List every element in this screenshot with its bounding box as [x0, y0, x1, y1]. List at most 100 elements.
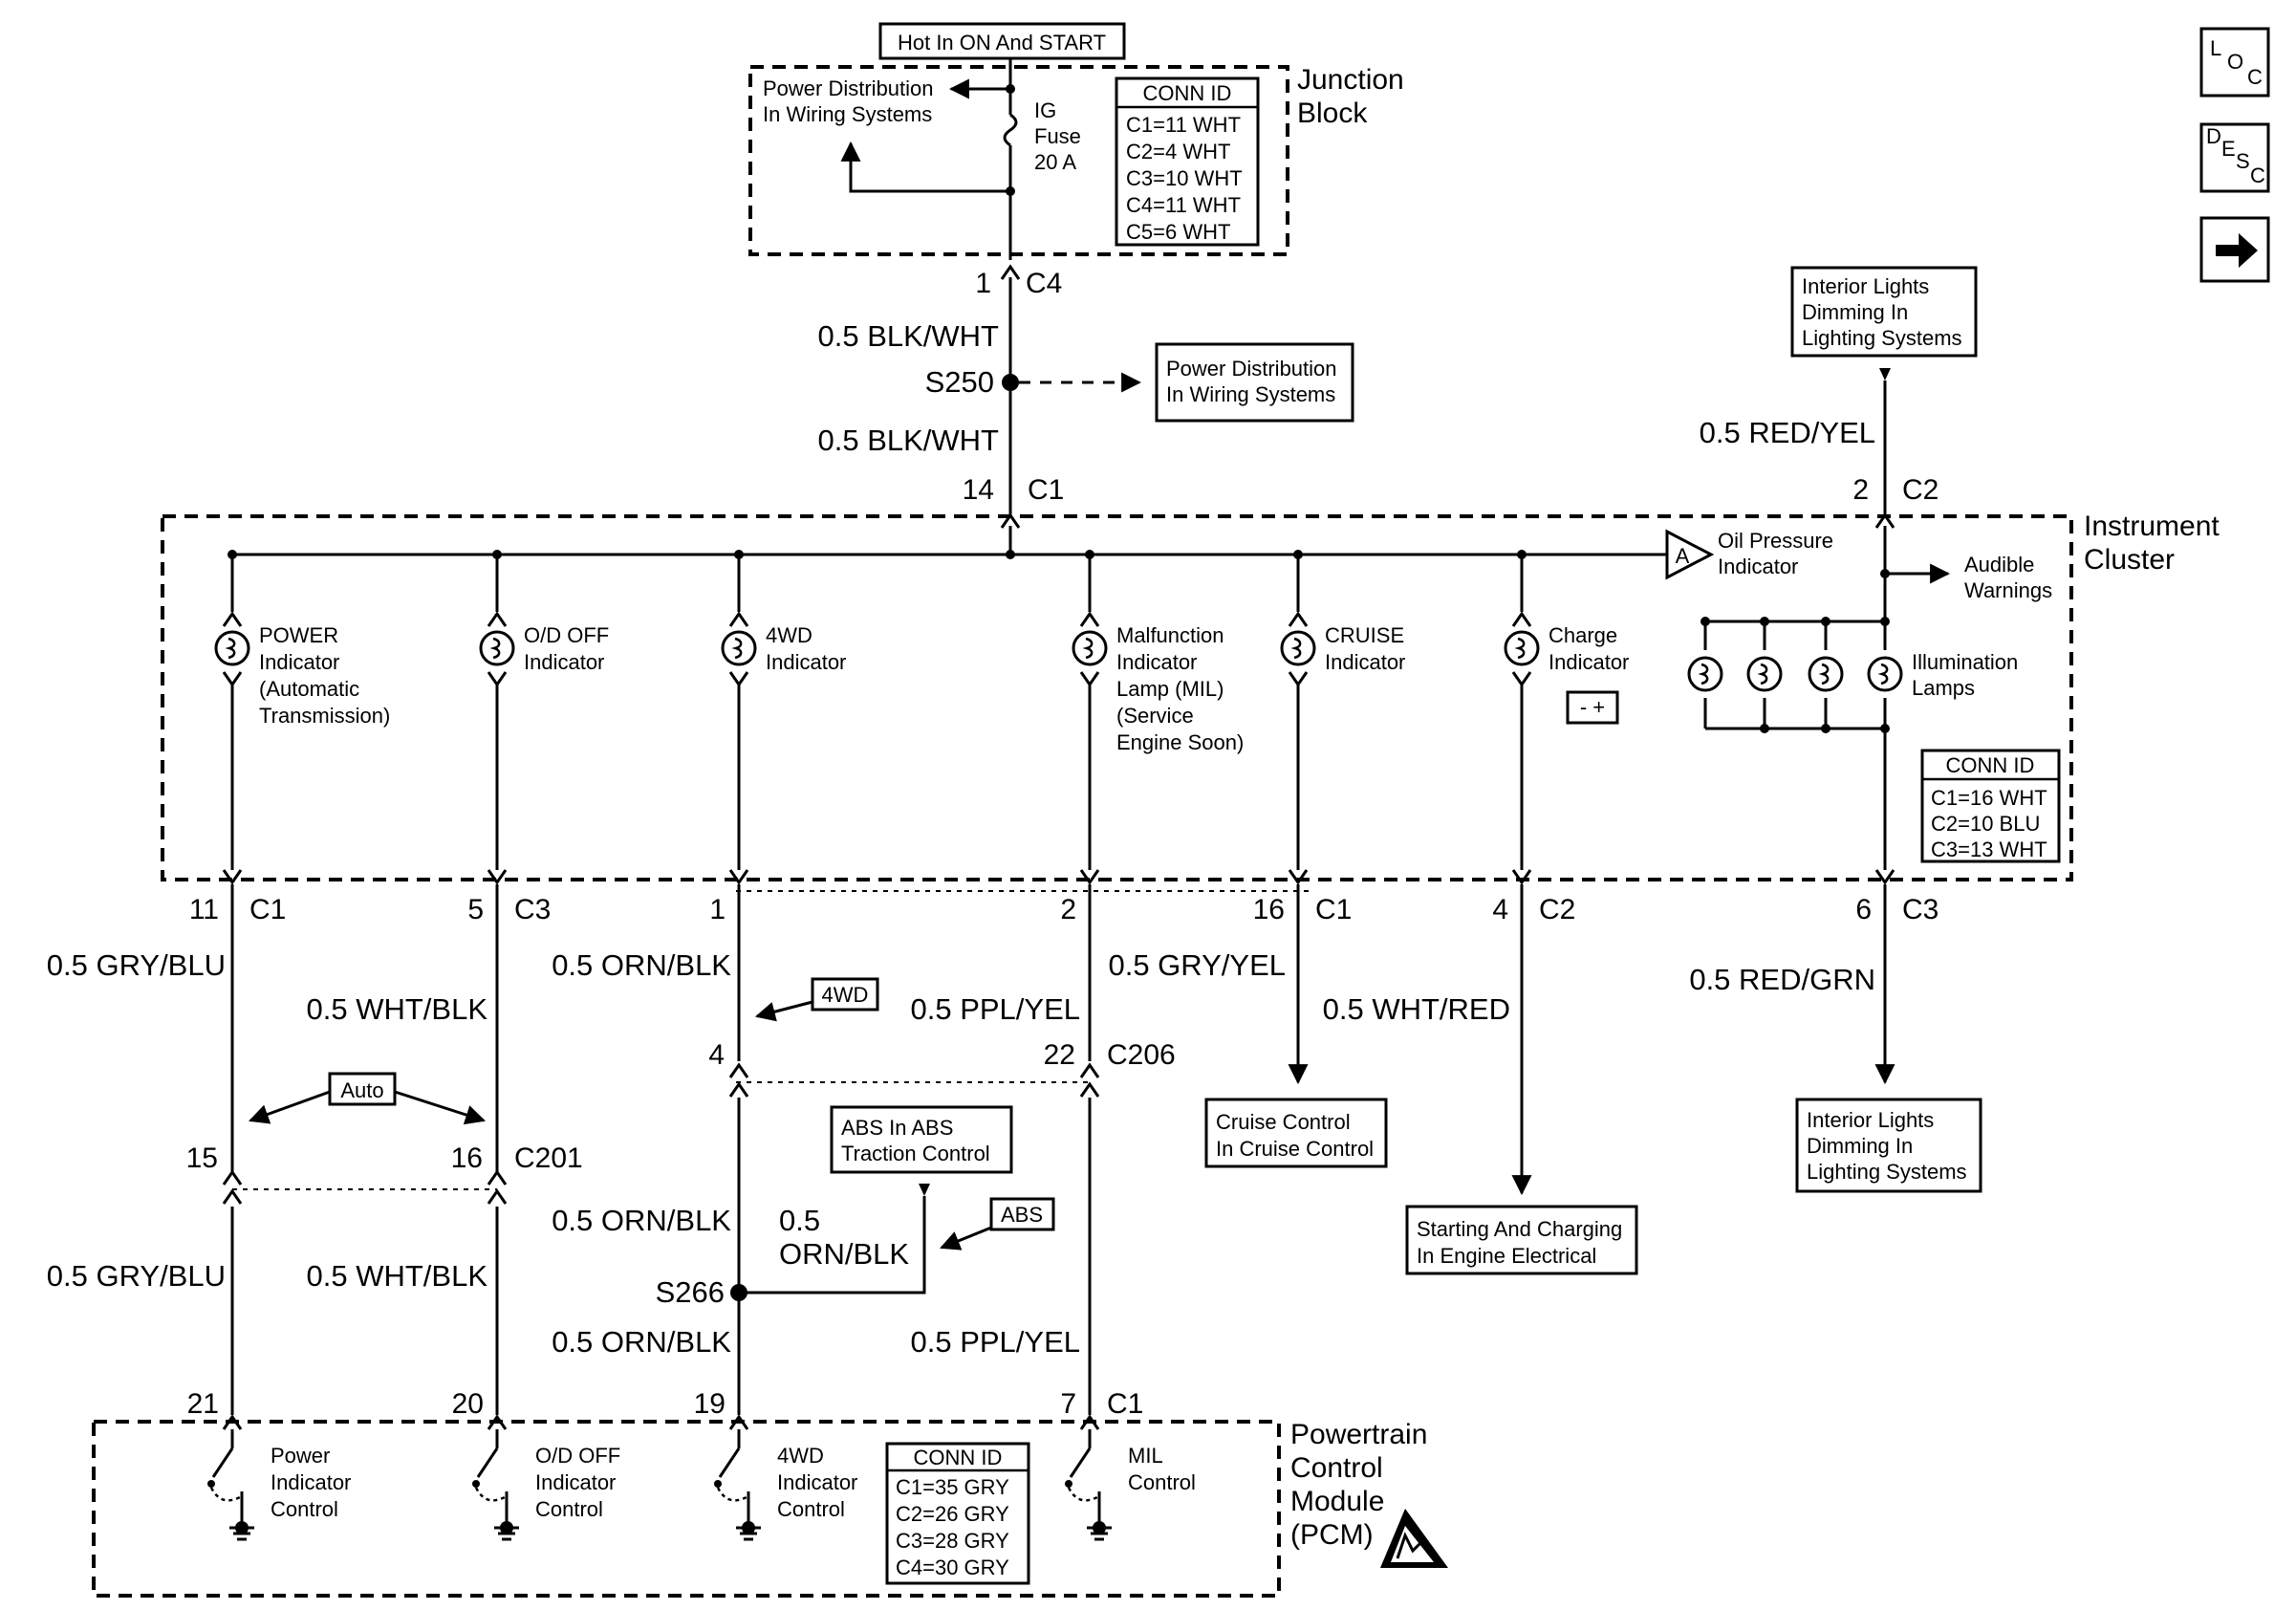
indicator-connector — [487, 612, 508, 628]
svg-text:Interior Lights: Interior Lights — [1807, 1108, 1934, 1132]
dimming-in-box: Interior Lights Dimming In Lighting Syst… — [1790, 266, 1978, 358]
fuse-label-3: 20 A — [1034, 150, 1076, 174]
wire-label: 0.5 WHT/RED — [1323, 992, 1510, 1026]
jb-output-connector: 1 C4 — [975, 265, 1062, 299]
c206-pin-right: 22 — [1044, 1039, 1075, 1071]
c206-pin-left: 4 — [708, 1039, 725, 1071]
junction-block-title-1: Junction — [1297, 64, 1404, 96]
cluster-output-pin: 1 — [709, 894, 726, 925]
hot-in-text: Hot In ON And START — [898, 31, 1106, 54]
indicator-bulb-icon — [214, 630, 250, 666]
loc-letter-l: L — [2210, 36, 2221, 60]
pcm-pin: 19 — [694, 1388, 726, 1420]
indicator-connector — [1079, 612, 1100, 628]
wire-label: 0.5 ORN/BLK — [552, 1204, 731, 1237]
illumination-bulb-icon — [1746, 656, 1783, 692]
indicator-bulb-icon — [1504, 630, 1540, 666]
svg-text:Starting And Charging: Starting And Charging — [1417, 1217, 1622, 1241]
cluster-conn-id-row: C3=13 WHT — [1931, 838, 2047, 861]
right-arrow-icon — [2216, 233, 2258, 268]
indicator-label: Indicator — [524, 650, 604, 674]
starting-charging-box: Starting And Charging In Engine Electric… — [1405, 1205, 1638, 1275]
cluster-conn-id-table — [1920, 749, 2061, 863]
power-distribution-box: Power Distribution In Wiring Systems — [1155, 342, 1354, 423]
loc-button[interactable]: L O C — [2199, 27, 2270, 98]
feed-wire-2: 0.5 BLK/WHT — [818, 424, 1000, 457]
cluster-conn-id-title: CONN ID — [1946, 753, 2035, 777]
pcm-pin: 20 — [452, 1388, 484, 1420]
battery-icon: - + — [1566, 690, 1619, 725]
cluster-title-1: Instrument — [2084, 511, 2220, 542]
junction-block: Junction Block Power Distribution In Wir… — [748, 58, 1404, 260]
pcm-title-2: Control — [1290, 1452, 1383, 1484]
abs-tag: ABS — [940, 1197, 1055, 1251]
cluster-output-pin: 2 — [1060, 894, 1076, 925]
indicator-bulb-icon — [479, 630, 515, 666]
indicator-label: POWER — [259, 623, 338, 647]
loc-letter-o: O — [2227, 50, 2243, 74]
splice-s250-label: S250 — [925, 365, 994, 399]
illumination-bulb-icon — [1867, 656, 1903, 692]
wire-label: 0.5 ORN/BLK — [552, 948, 731, 982]
fuse-label-2: Fuse — [1034, 124, 1081, 148]
feed-wire-1: 0.5 BLK/WHT — [818, 319, 1000, 353]
indicator-label: Engine Soon) — [1116, 730, 1244, 754]
c201-pin-left: 15 — [186, 1142, 218, 1174]
cluster-output-pin: 16 — [1253, 894, 1285, 925]
oil-pressure-indicator: A Oil Pressure Indicator — [1665, 529, 1833, 580]
svg-text:D: D — [2206, 124, 2221, 148]
indicator-label: Indicator — [1549, 650, 1629, 674]
dim-pin: 2 — [1852, 474, 1869, 506]
indicator-bulb-icon — [1280, 630, 1316, 666]
cluster-output-conn: C1 — [1315, 894, 1352, 925]
wire-label: 0.5 GRY/BLU — [47, 948, 226, 982]
pcm-control-label: Control — [271, 1497, 338, 1521]
indicator-label: 4WD — [766, 623, 812, 647]
cluster-output-conn: C3 — [1902, 894, 1939, 925]
cluster-conn-id-row: C1=16 WHT — [1931, 786, 2047, 810]
pcm-control-label: 4WD — [777, 1444, 824, 1468]
abs-wire-2: ORN/BLK — [779, 1237, 909, 1271]
svg-text:4WD: 4WD — [822, 983, 869, 1007]
jb-pin: 1 — [975, 268, 991, 299]
c206-conn: C206 — [1107, 1039, 1176, 1071]
dim-in-2: Dimming In — [1802, 300, 1908, 324]
indicator-connector — [728, 612, 749, 628]
indicator-label: Indicator — [1325, 650, 1405, 674]
indicator-label: Lamp (MIL) — [1116, 677, 1224, 701]
indicator-label: (Automatic — [259, 677, 359, 701]
wire-label: 0.5 WHT/BLK — [307, 992, 488, 1026]
cluster-output-pin: 4 — [1492, 894, 1508, 925]
4wd-tag: 4WD — [754, 977, 879, 1022]
pcm-control-label: Indicator — [271, 1470, 351, 1494]
jb-power-distribution-2: In Wiring Systems — [763, 102, 932, 126]
cluster-output-pin: 5 — [467, 894, 484, 925]
pcm-control-label: Control — [777, 1497, 845, 1521]
wire-label: 0.5 PPL/YEL — [910, 992, 1080, 1026]
desc-button[interactable]: D E S C — [2199, 122, 2270, 193]
oil-label-1: Oil Pressure — [1718, 529, 1833, 553]
pcm-conn-id-row: C2=26 GRY — [896, 1502, 1009, 1526]
junction-block-title-2: Block — [1297, 98, 1368, 129]
svg-text:Cruise Control: Cruise Control — [1216, 1110, 1351, 1134]
indicator-label: Indicator — [766, 650, 846, 674]
pcm-pin: 21 — [187, 1388, 219, 1420]
pcm-title-3: Module — [1290, 1486, 1384, 1517]
dim-conn: C2 — [1902, 474, 1939, 506]
next-page-button[interactable] — [2199, 216, 2270, 283]
pcm-conn-id-row: C4=30 GRY — [896, 1556, 1009, 1579]
svg-text:Traction Control: Traction Control — [841, 1142, 990, 1165]
jb-conn-id-row: C3=10 WHT — [1126, 166, 1243, 190]
pcm-control-label: O/D OFF — [535, 1444, 620, 1468]
jb-conn: C4 — [1026, 268, 1062, 299]
cluster-output-pin: 6 — [1855, 894, 1872, 925]
wire-label: 0.5 ORN/BLK — [552, 1325, 731, 1359]
audible-label-1: Audible — [1964, 553, 2034, 577]
splice-s266 — [730, 1284, 747, 1301]
indicator-label: O/D OFF — [524, 623, 609, 647]
loc-letter-c: C — [2247, 65, 2263, 89]
pcm-control-label: Indicator — [535, 1470, 616, 1494]
cluster-conn-c1: C1 — [1028, 474, 1064, 506]
dim-in-3: Lighting Systems — [1802, 326, 1962, 350]
cluster-title-2: Cluster — [2084, 544, 2175, 576]
